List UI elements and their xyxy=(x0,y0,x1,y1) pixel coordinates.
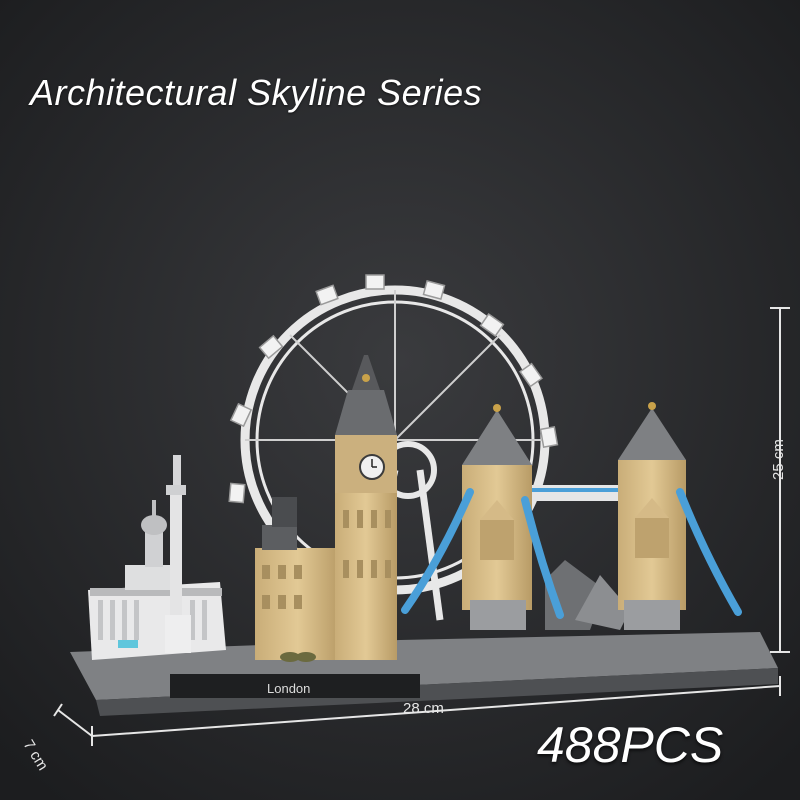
nelsons-column xyxy=(165,455,191,653)
westminster-palace xyxy=(255,497,340,662)
eye-capsules xyxy=(228,274,559,504)
width-dimension-label: 28 cm xyxy=(403,700,444,717)
base-nameplate: London xyxy=(267,681,311,696)
piece-count: 488PCS xyxy=(537,717,724,773)
dimension-lines xyxy=(53,307,790,746)
base-plate xyxy=(70,632,778,716)
height-dimension-label: 25 cm xyxy=(770,439,787,480)
tower-bridge xyxy=(401,402,742,630)
series-title: Architectural Skyline Series xyxy=(30,72,483,113)
big-ben xyxy=(335,355,397,660)
